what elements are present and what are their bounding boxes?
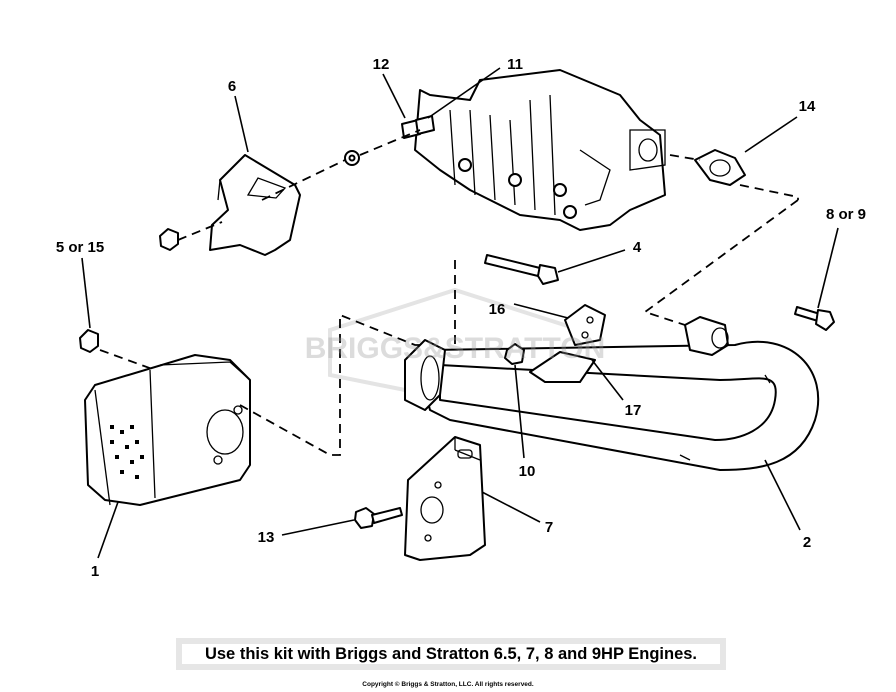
leader-lines [81,67,839,559]
callout-8-or-9: 8 or 9 [826,206,866,223]
callout-1: 1 [91,563,99,580]
part-6-bracket [209,154,301,256]
part-1-muffler [84,354,251,506]
compatibility-note: Use this kit with Briggs and Stratton 6.… [176,638,726,670]
watermark-text: BRIGGS&STRATTON [305,332,606,365]
part-5-15-nut [79,329,99,353]
part-nut-6 [159,228,179,251]
callout-14: 14 [799,98,816,115]
callout-7: 7 [545,519,553,536]
compatibility-note-text: Use this kit with Briggs and Stratton 6.… [204,644,698,663]
callout-10: 10 [519,463,536,480]
callout-6: 6 [228,78,236,95]
part-10-nut [504,343,525,365]
copyright-text: Copyright © Briggs & Stratton, LLC. All … [362,681,534,688]
callout-16: 16 [489,301,506,318]
callout-labels: 1 2 4 5 or 15 6 7 8 or 9 10 11 12 13 14 … [56,56,866,580]
part-16-clamp [564,304,606,346]
part-13-bolt [354,507,403,529]
callout-4: 4 [633,239,642,256]
part-17-clamp-strap [529,351,596,383]
callout-12: 12 [373,56,390,73]
callout-17: 17 [625,402,642,419]
part-8-9-bolt [794,306,835,331]
callout-13: 13 [258,529,275,546]
part-4-bolt [484,254,559,285]
part-2-exhaust-pipe [404,316,820,471]
engine-block [414,69,666,231]
callout-5-or-15: 5 or 15 [56,239,104,256]
callout-11: 11 [507,56,523,73]
part-12-stud [401,115,435,139]
callout-2: 2 [803,534,811,551]
part-14-gasket [694,149,746,186]
part-7-bracket [404,436,486,561]
